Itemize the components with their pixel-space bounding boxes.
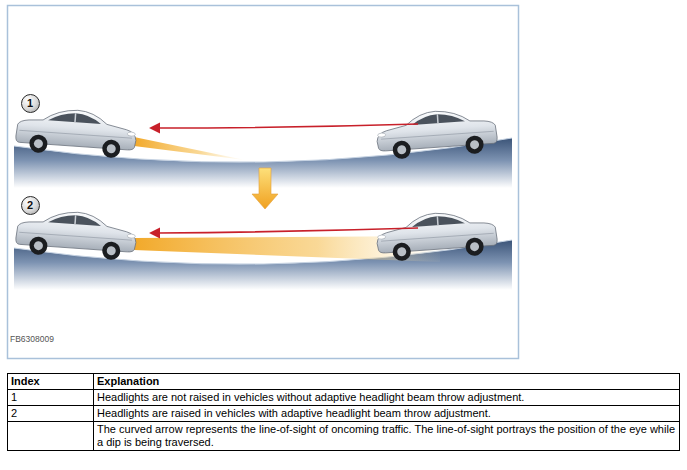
table-header: Index Explanation	[8, 374, 680, 390]
table-text: 2	[11, 407, 17, 419]
table-row: The curved arrow represents the line-of-…	[8, 422, 680, 451]
table-cell: The curved arrow represents the line-of-…	[94, 422, 680, 451]
car-right	[375, 107, 498, 160]
callout-circle: 1	[21, 94, 40, 113]
table-text: 1	[11, 391, 17, 403]
table-cell	[8, 422, 94, 451]
table-text: Headlights are raised in vehicles with a…	[97, 407, 491, 419]
car-left	[15, 106, 138, 159]
table-row: 1 Headlights are not raised in vehicles w…	[8, 390, 680, 406]
table-text: Explanation	[97, 375, 159, 387]
car-right	[375, 209, 498, 262]
table-text: Index	[11, 375, 40, 387]
table-cell: Headlights are not raised in vehicles wi…	[94, 390, 680, 406]
callout-number: 1	[27, 98, 33, 109]
callout-number: 2	[27, 200, 33, 211]
image-frame	[8, 6, 519, 359]
table-cell: 1	[8, 390, 94, 406]
table-cell: Explanation	[94, 374, 680, 390]
table-text: The curved arrow represents the line-of-…	[97, 423, 675, 448]
table-text: Headlights are not raised in vehicles wi…	[97, 391, 524, 403]
callout-circle: 2	[21, 196, 40, 215]
panel-2	[14, 208, 512, 290]
table-row: 2 Headlights are raised in vehicles with …	[8, 406, 680, 422]
table-cell: Index	[8, 374, 94, 390]
table-cell: Headlights are raised in vehicles with a…	[94, 406, 680, 422]
line-of-sight-arrow	[158, 124, 418, 128]
transition-arrow	[252, 168, 278, 209]
car-left	[15, 208, 138, 261]
explanation-table: Index Explanation 1 Headlights are not rais…	[7, 373, 680, 451]
table-cell: 2	[8, 406, 94, 422]
line-of-sight-arrow	[158, 228, 418, 233]
figure-code: FB6308009	[10, 334, 54, 344]
headlight-beam	[134, 137, 245, 160]
